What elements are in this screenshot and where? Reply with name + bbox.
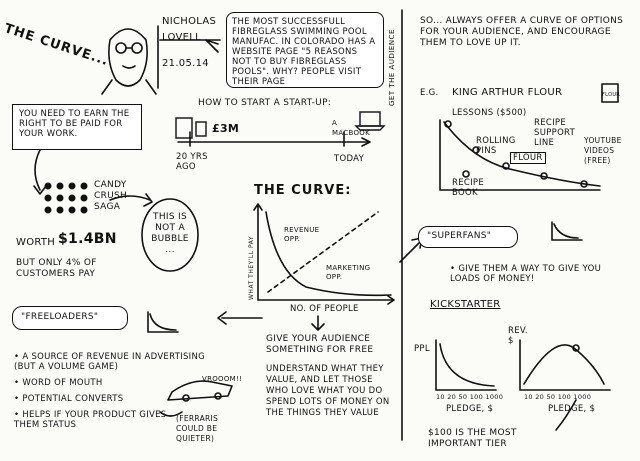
author-name-line2: LOVELL bbox=[162, 32, 202, 43]
earn-text: YOU NEED TO EARN THE RIGHT TO BE PAID FO… bbox=[19, 109, 130, 139]
kickstarter-title: KICKSTARTER bbox=[430, 299, 501, 310]
kickstarter-conclusion: $100 IS THE MOST IMPORTANT TIER bbox=[428, 428, 517, 449]
kickstarter-left-xlabel: PLEDGE, $ bbox=[446, 404, 494, 414]
freeloaders-label: "FREELOADERS" bbox=[21, 312, 99, 322]
kickstarter-left-ylabel: PPL bbox=[414, 344, 430, 354]
superfans-bullet-text: GIVE THEM A WAY TO GIVE YOU LOADS OF MON… bbox=[450, 264, 602, 284]
kickstarter-right-ylabel: REV. $ bbox=[508, 326, 528, 346]
bullet-dot: • bbox=[14, 410, 23, 420]
candy-worth-value: $1.4bn bbox=[58, 231, 117, 247]
author-date: 21.05.14 bbox=[162, 58, 209, 69]
freeloaders-bullet-4-text: HELPS IF YOUR PRODUCT GIVES THEM STATUS bbox=[14, 410, 167, 430]
author-name-line1: NICHOLAS bbox=[162, 16, 217, 27]
ka-item-flour: FLOUR bbox=[510, 152, 546, 164]
bullet-dot: • bbox=[14, 394, 23, 404]
vroom-text: VROOOM!! bbox=[202, 375, 243, 383]
curve-chart-revenue: REVENUE OPP. bbox=[284, 226, 320, 243]
ferraris-text: (FERRARIS COULD BE QUIETER) bbox=[176, 414, 219, 443]
kickstarter-right-ticks: 10 20 50 100 1000 bbox=[524, 393, 592, 401]
so-text: SO... ALWAYS OFFER A CURVE OF OPTIONS FO… bbox=[420, 16, 624, 48]
ka-item-recipe-book: RECIPE BOOK bbox=[452, 178, 485, 198]
understand-text: UNDERSTAND WHAT THEY VALUE, AND LET THOS… bbox=[266, 364, 390, 418]
superfans-bubble: "SUPERFANS" bbox=[418, 226, 518, 248]
freeloaders-bullet-3: • POTENTIAL CONVERTS bbox=[14, 394, 210, 404]
startup-macbook: A MACBOOK bbox=[332, 119, 370, 137]
ka-item-youtube: YOUTUBE VIDEOS (FREE) bbox=[584, 136, 622, 165]
get-the-audience-note: GET THE AUDIENCE bbox=[388, 29, 396, 106]
bullet-dot: • bbox=[14, 352, 23, 362]
curve-chart-title: THE CURVE: bbox=[254, 183, 352, 198]
freeloaders-bullet-4: • HELPS IF YOUR PRODUCT GIVES THEM STATU… bbox=[14, 410, 174, 430]
superfans-label: "SUPERFANS" bbox=[427, 231, 492, 241]
freeloaders-bullet-1-text: A SOURCE OF REVENUE IN ADVERTISING (BUT … bbox=[14, 352, 206, 372]
bubble-text: THIS IS NOT A BUBBLE ... bbox=[151, 212, 189, 255]
intro-text: THE MOST SUCCESSFULL FIBREGLASS SWIMMING… bbox=[232, 17, 376, 87]
candy-but-text: BUT ONLY 4% OF CUSTOMERS PAY bbox=[16, 258, 97, 279]
freeloaders-bubble: "FREELOADERS" bbox=[12, 306, 128, 330]
candy-name: CANDY CRUSH SAGA bbox=[94, 180, 128, 212]
eg-title: KING ARTHUR FLOUR bbox=[452, 87, 563, 98]
earn-box: YOU NEED TO EARN THE RIGHT TO BE PAID FO… bbox=[12, 104, 142, 150]
ka-item-lessons: LESSONS ($500) bbox=[452, 108, 527, 118]
freeloaders-bullet-2-text: WORD OF MOUTH bbox=[22, 378, 103, 388]
curve-chart-ylabel: WHAT THEY'LL PAY bbox=[248, 235, 255, 300]
curve-chart-xlabel: NO. OF PEOPLE bbox=[290, 304, 359, 314]
startup-then: 20 YRS AGO bbox=[176, 152, 208, 172]
flour-bag-label: FLOUR bbox=[602, 92, 621, 98]
freeloaders-bullet-3-text: POTENTIAL CONVERTS bbox=[22, 394, 124, 404]
bullet-dot: • bbox=[450, 264, 459, 274]
portrait-head bbox=[108, 28, 148, 87]
give-free-text: GIVE YOUR AUDIENCE SOMETHING FOR FREE bbox=[266, 334, 374, 355]
superfans-bullet: • GIVE THEM A WAY TO GIVE YOU LOADS OF M… bbox=[450, 264, 630, 284]
startup-title: HOW TO START A START-UP: bbox=[198, 98, 332, 108]
bullet-dot: • bbox=[14, 378, 23, 388]
startup-price: £3M bbox=[212, 122, 240, 135]
intro-box: THE MOST SUCCESSFULL FIBREGLASS SWIMMING… bbox=[226, 12, 384, 88]
curve-chart-marketing: MARKETING OPP. bbox=[326, 264, 371, 281]
freeloaders-bullet-1: • A SOURCE OF REVENUE IN ADVERTISING (BU… bbox=[14, 352, 210, 372]
page-title: THE CURVE... bbox=[2, 21, 111, 70]
candy-worth-label: WORTH bbox=[16, 237, 56, 248]
ka-item-rolling-pins: ROLLING PINS bbox=[476, 136, 516, 156]
kickstarter-right-xlabel: PLEDGE, $ bbox=[548, 404, 596, 414]
ka-item-recipe-support: RECIPE SUPPORT LINE bbox=[534, 118, 576, 148]
eg-prefix: E.G. bbox=[420, 88, 439, 98]
startup-now: TODAY bbox=[334, 154, 365, 164]
freeloaders-bullet-2: • WORD OF MOUTH bbox=[14, 378, 210, 388]
kickstarter-left-ticks: 10 20 50 100 1000 bbox=[436, 393, 504, 401]
